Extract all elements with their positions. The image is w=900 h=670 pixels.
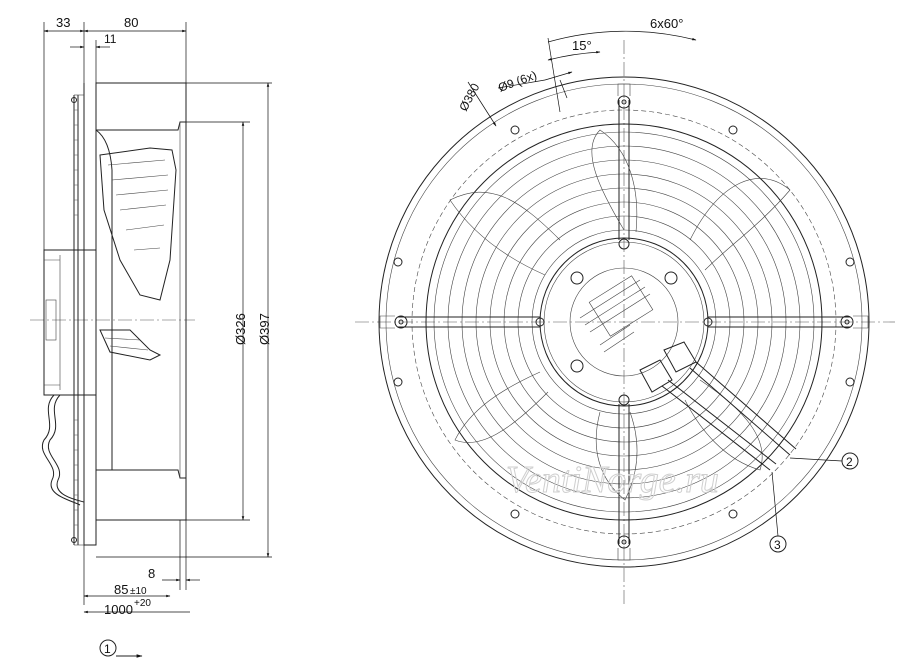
side-view: 33 80 11 Ø326 Ø397 8 85 ±10 1000 +20 1: [30, 15, 272, 658]
dim-80: 80: [124, 15, 138, 30]
motor-side: [43, 249, 97, 396]
front-view: 6x60° 15° Ø9 (6x) Ø380 2 3 VentiNorge.ru: [355, 16, 895, 605]
dim-326: Ø326: [233, 313, 248, 345]
wall-ring-outer: [378, 76, 870, 568]
callout-3: [769, 535, 787, 553]
venturi-inner: [425, 123, 823, 521]
mounting-holes: [393, 95, 855, 549]
callout-2: [841, 452, 859, 470]
dim-8: 8: [148, 566, 155, 581]
dim-1000: 1000: [104, 602, 133, 617]
dim-1000-tol: +20: [134, 598, 151, 609]
airflow-callout: [99, 639, 117, 657]
watermark: VentiNorge.ru: [506, 459, 719, 501]
dim-85: 85: [114, 582, 128, 597]
fan-blades: [449, 129, 791, 501]
housing-outline: [95, 82, 187, 131]
callout-3-label: 3: [774, 538, 781, 552]
dim-holes: Ø9 (6x): [496, 68, 538, 95]
guard-struts: [398, 100, 850, 544]
cable-glands: [639, 341, 797, 471]
motor-hub: [539, 237, 709, 407]
airflow-callout-label: 1: [104, 642, 111, 656]
callout-2-label: 2: [846, 455, 853, 469]
blade-side: [99, 147, 177, 361]
dim-angle: 15°: [572, 38, 592, 53]
guard-grill-side: [73, 94, 84, 546]
dim-11: 11: [104, 32, 117, 46]
dim-397: Ø397: [257, 313, 272, 345]
rating-label: [579, 275, 654, 353]
dim-85-tol: ±10: [130, 586, 147, 597]
dim-bolt-pattern: 6x60°: [650, 16, 683, 31]
dim-33: 33: [56, 15, 70, 30]
cable-side: [41, 394, 81, 506]
dim-pitch-circle: Ø380: [456, 81, 482, 114]
